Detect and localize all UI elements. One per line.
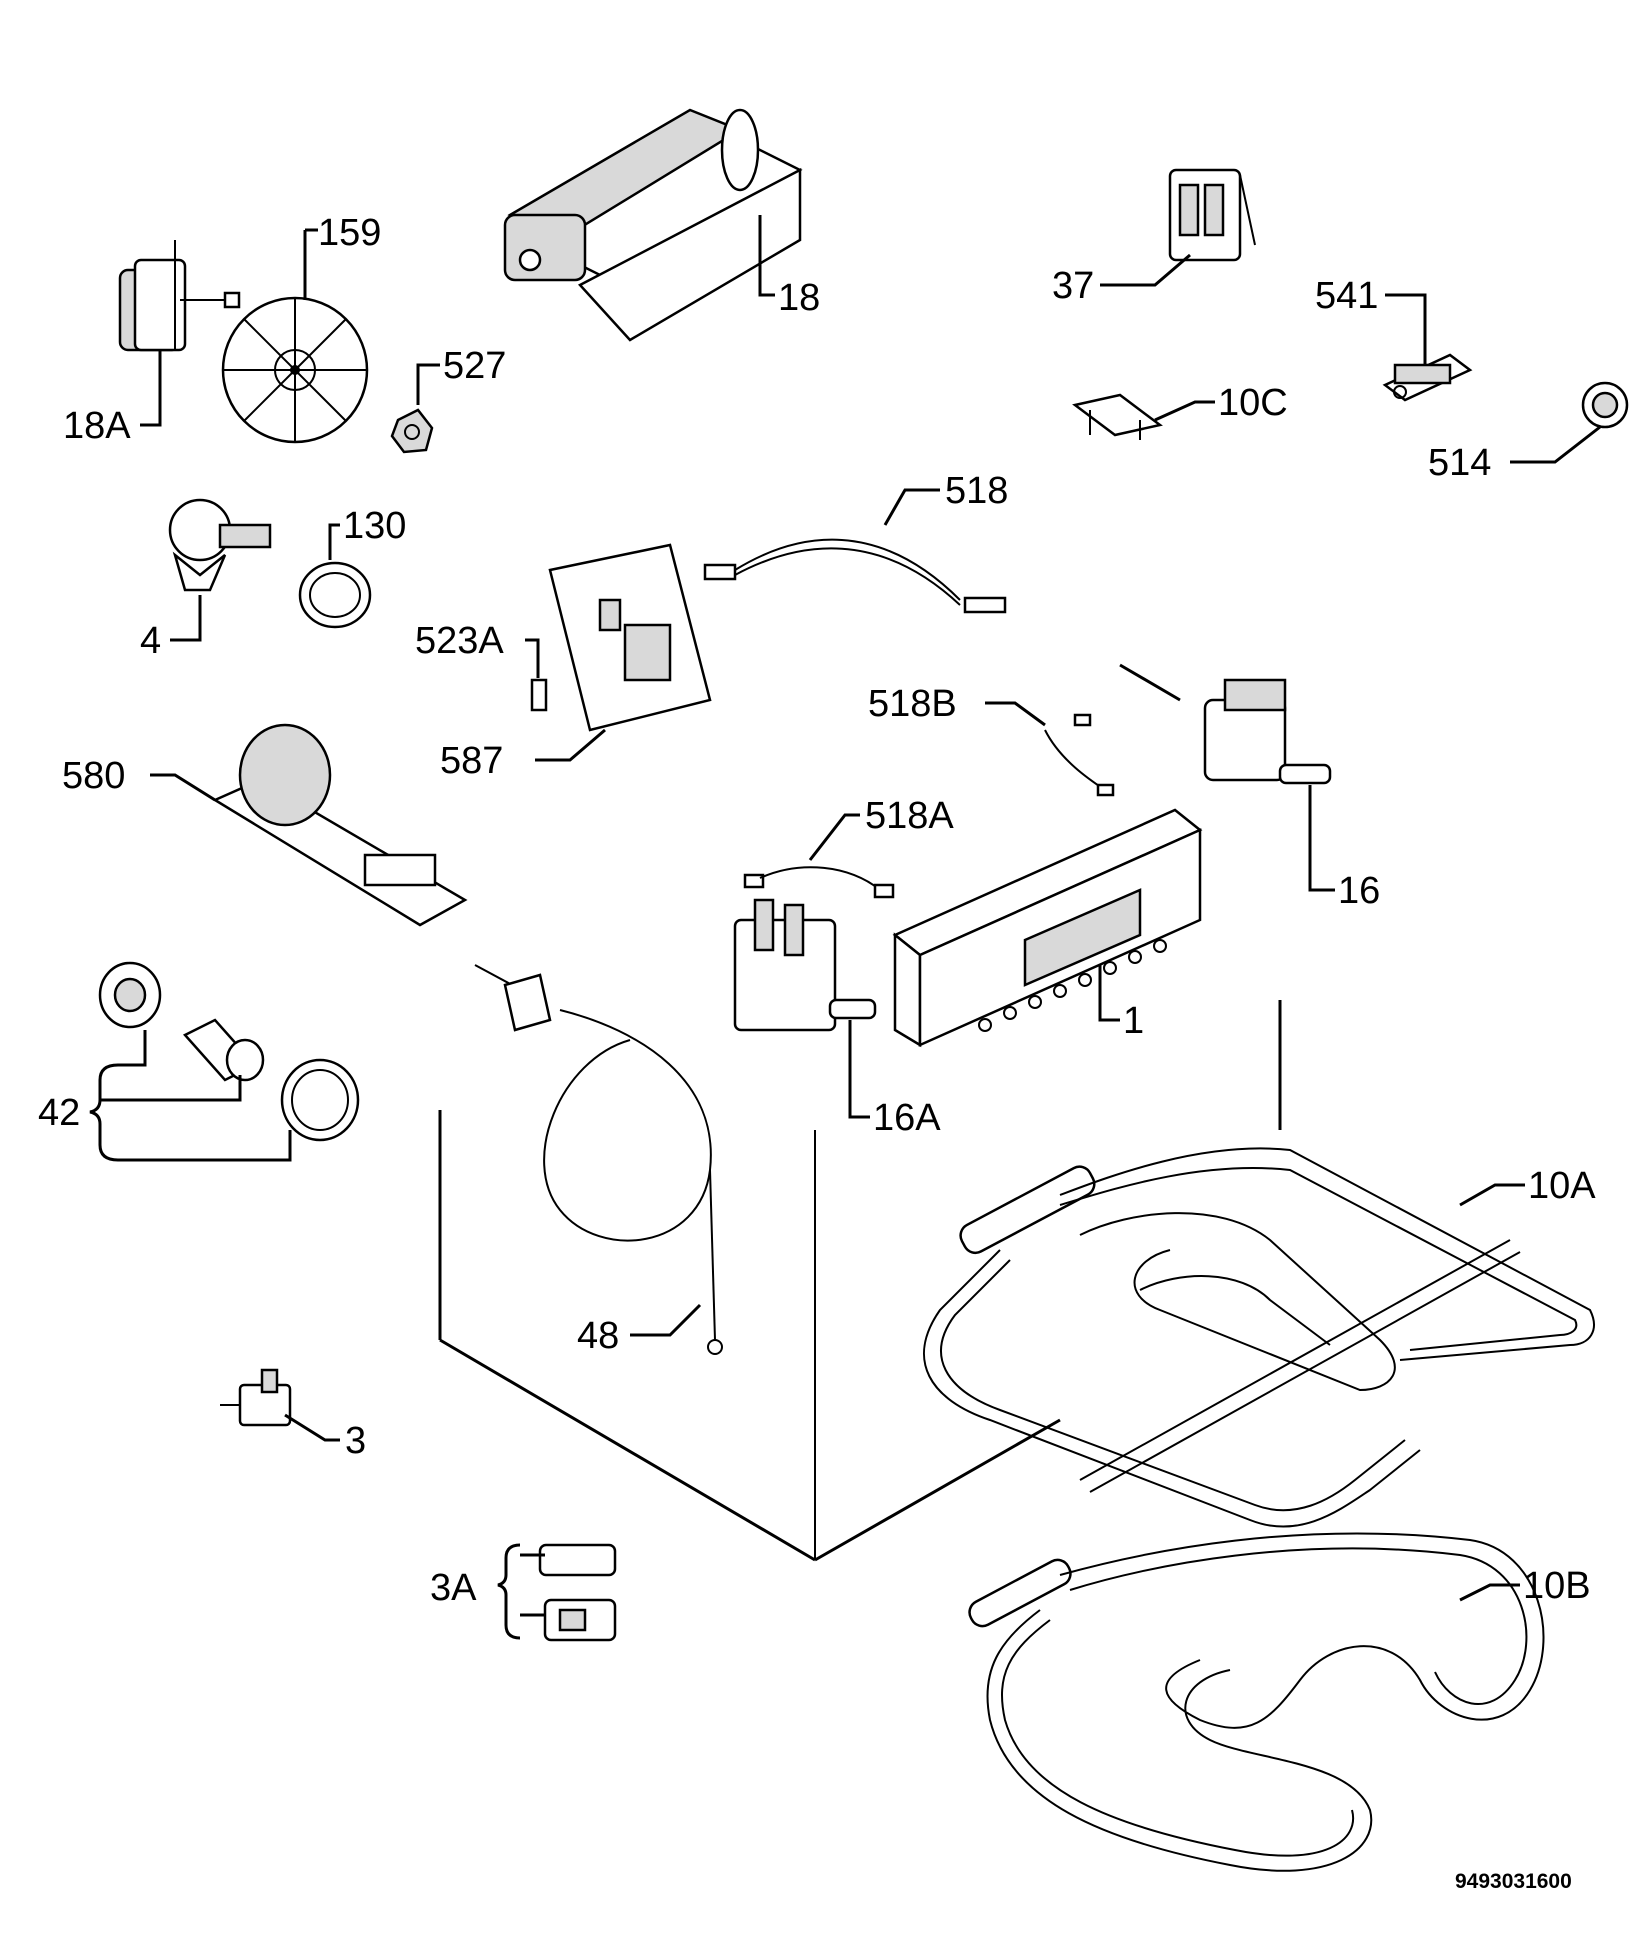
label-518: 518	[945, 470, 1008, 512]
lamp-assembly-part-42	[98, 961, 360, 1142]
label-4: 4	[140, 620, 161, 662]
bracket-part-10c	[1072, 393, 1163, 440]
motor-part-4	[168, 498, 272, 592]
harness-part-518b	[1044, 713, 1115, 797]
label-518b: 518B	[868, 683, 957, 725]
terminal-block-part-541	[1382, 353, 1473, 402]
leader-16a	[848, 1020, 870, 1119]
seal-ring-part-130	[298, 561, 372, 629]
leader-523a	[525, 638, 540, 678]
control-pcb-part-587	[548, 543, 712, 732]
door-switch-part-37	[1168, 168, 1256, 262]
leader-527	[416, 363, 440, 405]
label-16: 16	[1338, 870, 1380, 912]
label-527: 527	[443, 345, 506, 387]
oven-cavity-outline	[438, 663, 1282, 1562]
lamp-socket-part-514	[1581, 381, 1629, 429]
leader-130	[328, 523, 340, 560]
leader-1	[1098, 965, 1120, 1022]
document-number: 9493031600	[1455, 1870, 1572, 1893]
display-module-part-1	[892, 808, 1203, 1048]
leader-3	[284, 1413, 340, 1442]
connector-part-523a	[530, 678, 548, 712]
switch-part-16a	[733, 898, 877, 1032]
leader-514	[1510, 425, 1601, 464]
leader-18a	[140, 350, 162, 427]
label-541: 541	[1315, 275, 1378, 317]
motor-assembly-part-580	[212, 723, 468, 927]
leader-4	[170, 595, 202, 642]
label-37: 37	[1052, 265, 1094, 307]
label-130: 130	[343, 505, 406, 547]
label-42: 42	[38, 1092, 80, 1134]
harness-part-518a	[743, 866, 895, 899]
label-1: 1	[1123, 1000, 1144, 1042]
label-518a: 518A	[865, 795, 954, 837]
label-523a: 523A	[415, 620, 504, 662]
label-16a: 16A	[873, 1097, 941, 1139]
leader-10c	[1154, 400, 1215, 422]
label-18a: 18A	[63, 405, 131, 447]
thermal-cutout-part-3	[220, 1368, 292, 1427]
nut-part-527	[390, 408, 434, 454]
leader-587	[535, 728, 606, 762]
leader-518	[883, 488, 940, 526]
label-10a: 10A	[1528, 1165, 1596, 1207]
label-580: 580	[62, 755, 125, 797]
fan-wheel-part-159	[221, 296, 369, 444]
thermostat-probe-part-48	[474, 964, 723, 1355]
label-514: 514	[1428, 442, 1491, 484]
tangential-fan-part-18	[503, 108, 803, 342]
leader-580	[150, 773, 216, 802]
leader-18	[758, 215, 775, 297]
label-587: 587	[440, 740, 503, 782]
wiring-harness-part-518	[703, 538, 1007, 614]
leader-10b	[1459, 1583, 1520, 1602]
label-10b: 10B	[1523, 1565, 1591, 1607]
leader-541	[1385, 293, 1427, 365]
leader-16	[1308, 785, 1335, 892]
label-18: 18	[778, 277, 820, 319]
thermostat-clips-part-3a	[538, 1543, 617, 1642]
fan-motor-part-18a	[118, 240, 241, 352]
leader-48	[630, 1303, 702, 1337]
label-48: 48	[577, 1315, 619, 1357]
leader-518b	[985, 701, 1046, 727]
brace-3a	[497, 1543, 545, 1640]
selector-switch-part-16	[1203, 678, 1332, 785]
brace-42	[89, 1030, 292, 1162]
leader-10a	[1459, 1183, 1525, 1207]
label-159: 159	[318, 212, 381, 254]
label-3: 3	[345, 1420, 366, 1462]
bottom-element-part-10b	[968, 1532, 1545, 1872]
leader-37	[1100, 253, 1191, 287]
label-10c: 10C	[1218, 382, 1288, 424]
label-3a: 3A	[430, 1567, 477, 1609]
grill-element-part-10a	[923, 1147, 1595, 1528]
leader-518a	[808, 813, 860, 861]
